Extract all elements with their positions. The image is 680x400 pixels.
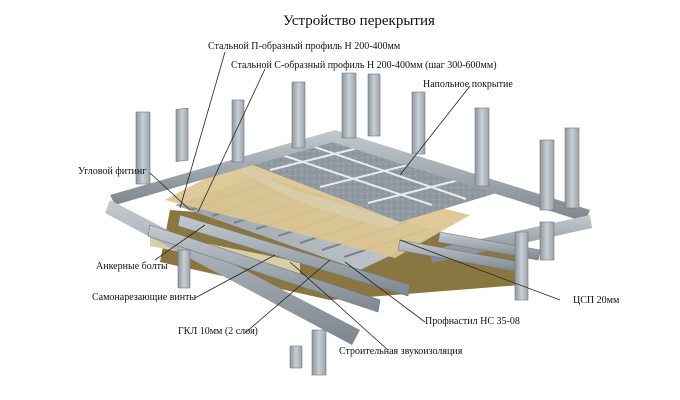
floor-covering-surface: [240, 135, 500, 222]
label-corner-fitting: Угловой фитинг: [78, 166, 147, 177]
label-gkl: ГКЛ 10мм (2 слоя): [178, 326, 258, 337]
perimeter-beam-back: [110, 130, 340, 205]
floor-covering-rolled-edge: [240, 160, 400, 228]
label-sound-insulation: Строительная звукоизоляция: [339, 346, 463, 357]
label-csp: ЦСП 20мм: [573, 295, 620, 306]
label-profnastil: Профнастил НС 35-08: [425, 316, 520, 327]
csp-board: [165, 160, 470, 258]
label-self-tapping-screws: Самонарезающие винты: [92, 292, 197, 303]
label-u-profile: Стальной П-образный профиль Н 200-400мм: [208, 41, 401, 52]
leader-lines: [149, 51, 561, 351]
label-c-profile: Стальной С-образный профиль Н 200-400мм …: [231, 60, 497, 71]
label-anchor-bolts: Анкерные болты: [96, 261, 168, 272]
perimeter-beam-right: [332, 130, 590, 222]
wall-studs: [135, 72, 580, 376]
diagram-title: Устройство перекрытия: [283, 13, 435, 29]
floor-tile-joints: [269, 143, 467, 206]
label-floor-covering: Напольное покрытие: [423, 79, 513, 90]
